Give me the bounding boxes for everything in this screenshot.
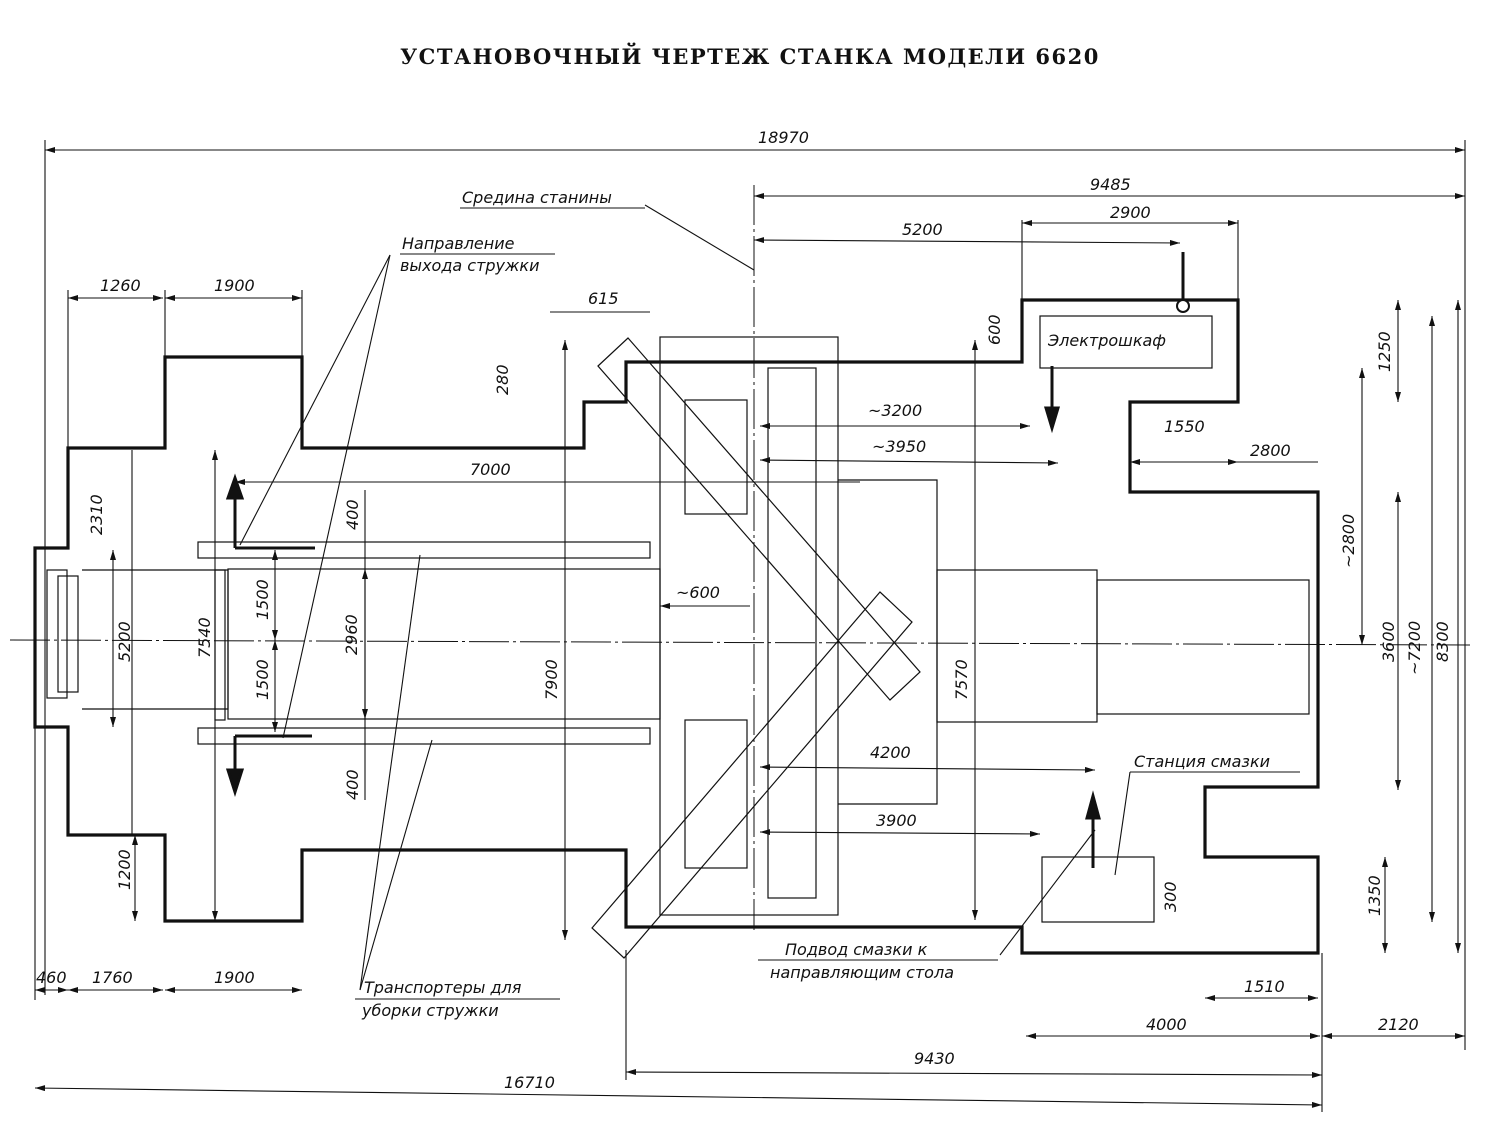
dim-2900: 2900 <box>1110 203 1151 222</box>
dim-7570: 7570 <box>952 659 971 700</box>
dim-1760: 1760 <box>92 968 133 987</box>
dim-3950: ~3950 <box>872 437 926 456</box>
dim-9430: 9430 <box>914 1049 955 1068</box>
label-lube-station: Станция смазки <box>1134 752 1270 771</box>
dim-1250: 1250 <box>1375 331 1394 372</box>
dimension-lines <box>34 140 1466 1112</box>
dim-600-v: 600 <box>985 314 1004 345</box>
dim-1350: 1350 <box>1365 875 1384 916</box>
drawing-title: УСТАНОВОЧНЫЙ ЧЕРТЕЖ СТАНКА МОДЕЛИ 6620 <box>400 44 1100 69</box>
dim-2960: 2960 <box>342 614 361 655</box>
dim-1260: 1260 <box>100 276 141 295</box>
label-electrical-cabinet: Электрошкаф <box>1047 331 1166 350</box>
dim-2800-v: ~2800 <box>1339 514 1358 568</box>
dim-2800-h: 2800 <box>1250 441 1291 460</box>
label-lube-supply-2: направляющим стола <box>770 963 954 982</box>
chip-direction-arrows <box>225 252 1190 868</box>
dim-5200-top: 5200 <box>902 220 943 239</box>
dim-2310: 2310 <box>87 494 106 535</box>
dim-8300: 8300 <box>1433 621 1452 662</box>
dim-7200: ~7200 <box>1405 621 1424 675</box>
dim-7000: 7000 <box>470 460 511 479</box>
dim-400-bot: 400 <box>343 769 362 800</box>
dim-1200: 1200 <box>115 849 134 890</box>
dim-1510: 1510 <box>1244 977 1285 996</box>
dim-7540: 7540 <box>195 617 214 658</box>
label-conveyors-2: уборки стружки <box>361 1001 499 1020</box>
dim-400-top: 400 <box>343 499 362 530</box>
dim-16710: 16710 <box>504 1073 555 1092</box>
label-chip-direction-1: Направление <box>402 234 515 253</box>
dim-3900: 3900 <box>876 811 917 830</box>
dim-1500-b: 1500 <box>253 659 272 700</box>
dim-18970: 18970 <box>758 128 809 147</box>
dimension-values: 18970 9485 5200 2900 1260 1900 615 280 6… <box>36 128 1452 1092</box>
label-bed-middle: Средина станины <box>462 188 612 207</box>
dim-2120: 2120 <box>1378 1015 1419 1034</box>
dim-1900-top: 1900 <box>214 276 255 295</box>
dim-300: 300 <box>1161 881 1180 912</box>
dim-1900-bot: 1900 <box>214 968 255 987</box>
cable-entry-icon <box>1176 299 1190 313</box>
label-lube-supply-1: Подвод смазки к <box>785 940 928 959</box>
dim-7900: 7900 <box>542 659 561 700</box>
dim-600-h: ~600 <box>676 583 720 602</box>
dim-3200: ~3200 <box>868 401 922 420</box>
dim-615: 615 <box>588 289 619 308</box>
dim-9485: 9485 <box>1090 175 1131 194</box>
machine-contours <box>9 185 1471 959</box>
dim-280: 280 <box>493 364 512 395</box>
dim-460: 460 <box>36 968 67 987</box>
dim-1500-a: 1500 <box>253 579 272 620</box>
dim-5200-v: 5200 <box>115 621 134 662</box>
dim-3600: 3600 <box>1379 621 1398 662</box>
dim-1550: 1550 <box>1164 417 1205 436</box>
label-chip-direction-2: выхода стружки <box>400 256 540 275</box>
annotations: Средина станины Направление выхода струж… <box>361 188 1270 1020</box>
dim-4000: 4000 <box>1146 1015 1187 1034</box>
label-conveyors-1: Транспортеры для <box>364 978 522 997</box>
foundation-outline <box>33 298 1320 955</box>
dim-4200: 4200 <box>870 743 911 762</box>
